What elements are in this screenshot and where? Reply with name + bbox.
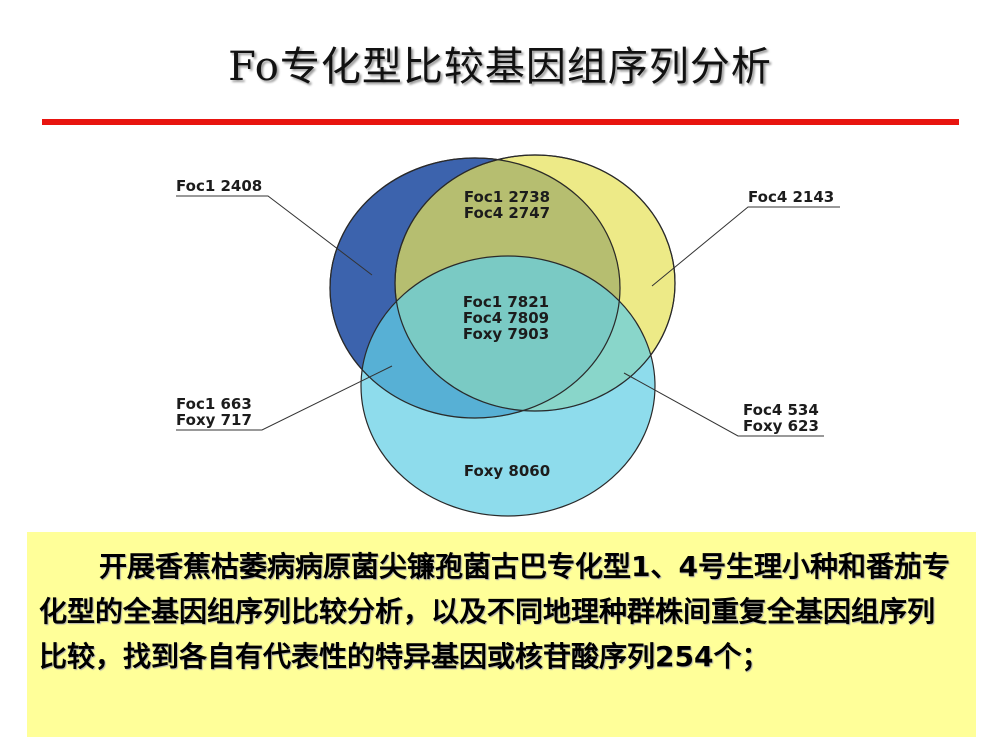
label-foc4-foxy-line2: Foxy 623 xyxy=(743,417,819,435)
venn-outline-foc4 xyxy=(394,154,676,412)
title-divider xyxy=(42,119,959,125)
leader-line-foc1-foxy xyxy=(176,365,393,431)
venn-outline-foc1 xyxy=(329,157,621,419)
description-box: 开展香蕉枯萎病病原菌尖镰孢菌古巴专化型1、4号生理小种和番茄专化型的全基因组序列… xyxy=(27,532,976,737)
leader-line-foc4-only xyxy=(651,206,840,287)
venn-circle-foxy xyxy=(360,255,656,517)
leader-line-foc4-foxy xyxy=(623,372,824,437)
description-text: 开展香蕉枯萎病病原菌尖镰孢菌古巴专化型1、4号生理小种和番茄专化型的全基因组序列… xyxy=(39,550,950,673)
label-all-three-line2: Foc4 7809 xyxy=(463,309,549,327)
label-foc1-only: Foc1 2408 xyxy=(176,177,262,195)
label-foc1-foxy-line1: Foc1 663 xyxy=(176,395,252,413)
label-foxy-only: Foxy 8060 xyxy=(464,462,550,480)
label-all-three-line3: Foxy 7903 xyxy=(463,325,549,343)
slide-title: Fo专化型比较基因组序列分析 xyxy=(228,44,772,90)
label-foc1-foc4-line1: Foc1 2738 xyxy=(464,188,550,206)
label-foc4-only: Foc4 2143 xyxy=(748,188,834,206)
leader-line-foc1-only xyxy=(176,195,373,276)
label-foc1-foxy-line2: Foxy 717 xyxy=(176,411,252,429)
label-foc4-foxy-line1: Foc4 534 xyxy=(743,401,819,419)
label-all-three-line1: Foc1 7821 xyxy=(463,293,549,311)
label-foc1-foc4-line2: Foc4 2747 xyxy=(464,204,550,222)
venn-diagram: Foc1 2408 Foc4 2143 Foc1 663 Foxy 717 Fo… xyxy=(176,154,840,517)
